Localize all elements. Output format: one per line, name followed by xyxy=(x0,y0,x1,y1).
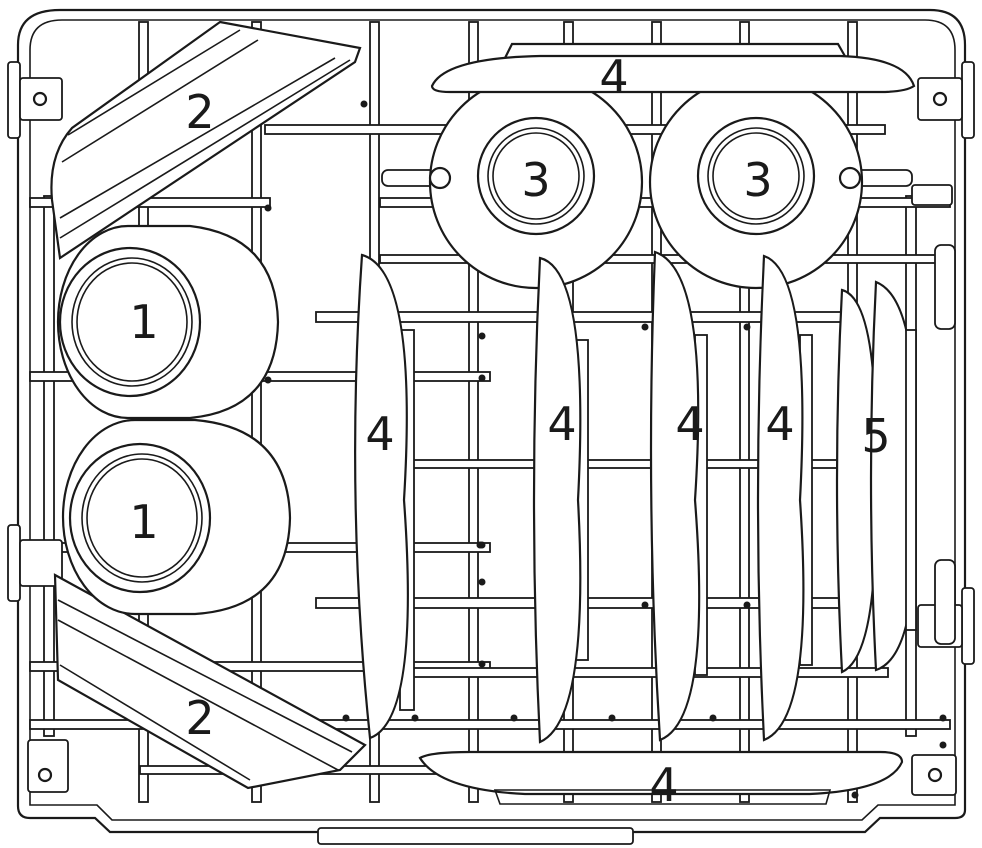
label-plate-vertical-2: 4 xyxy=(547,397,576,451)
dessert-plates xyxy=(835,280,917,674)
label-mug-top: 2 xyxy=(185,85,214,139)
label-bowl-right: 3 xyxy=(743,153,772,207)
mug-bottom xyxy=(53,573,367,790)
bowl-left xyxy=(381,74,644,290)
plate-top xyxy=(430,42,916,94)
label-bowl-left: 3 xyxy=(521,153,550,207)
item-labels: 2 2 1 1 3 3 4 4 4 4 4 4 5 xyxy=(129,50,890,812)
label-cup-lower: 1 xyxy=(129,495,158,549)
mug-top xyxy=(50,20,362,260)
label-dessert-plates: 5 xyxy=(861,409,890,463)
label-plate-vertical-4: 4 xyxy=(765,397,794,451)
bowl-right xyxy=(648,74,913,290)
label-plate-vertical-1: 4 xyxy=(365,407,394,461)
cup-upper xyxy=(56,224,280,420)
wheel-brackets xyxy=(7,61,975,796)
rack-handle xyxy=(317,827,634,845)
label-plate-top: 4 xyxy=(599,50,628,104)
plate-vertical-2 xyxy=(532,256,589,744)
plate-vertical-3 xyxy=(649,250,708,742)
label-mug-bottom: 2 xyxy=(185,691,214,745)
cup-lower xyxy=(61,418,292,616)
plate-vertical-1 xyxy=(354,253,415,740)
label-plate-vertical-3: 4 xyxy=(675,397,704,451)
label-plate-bottom: 4 xyxy=(649,758,678,812)
plate-vertical-4 xyxy=(756,254,813,742)
plate-bottom xyxy=(418,750,904,805)
label-cup-upper: 1 xyxy=(129,295,158,349)
